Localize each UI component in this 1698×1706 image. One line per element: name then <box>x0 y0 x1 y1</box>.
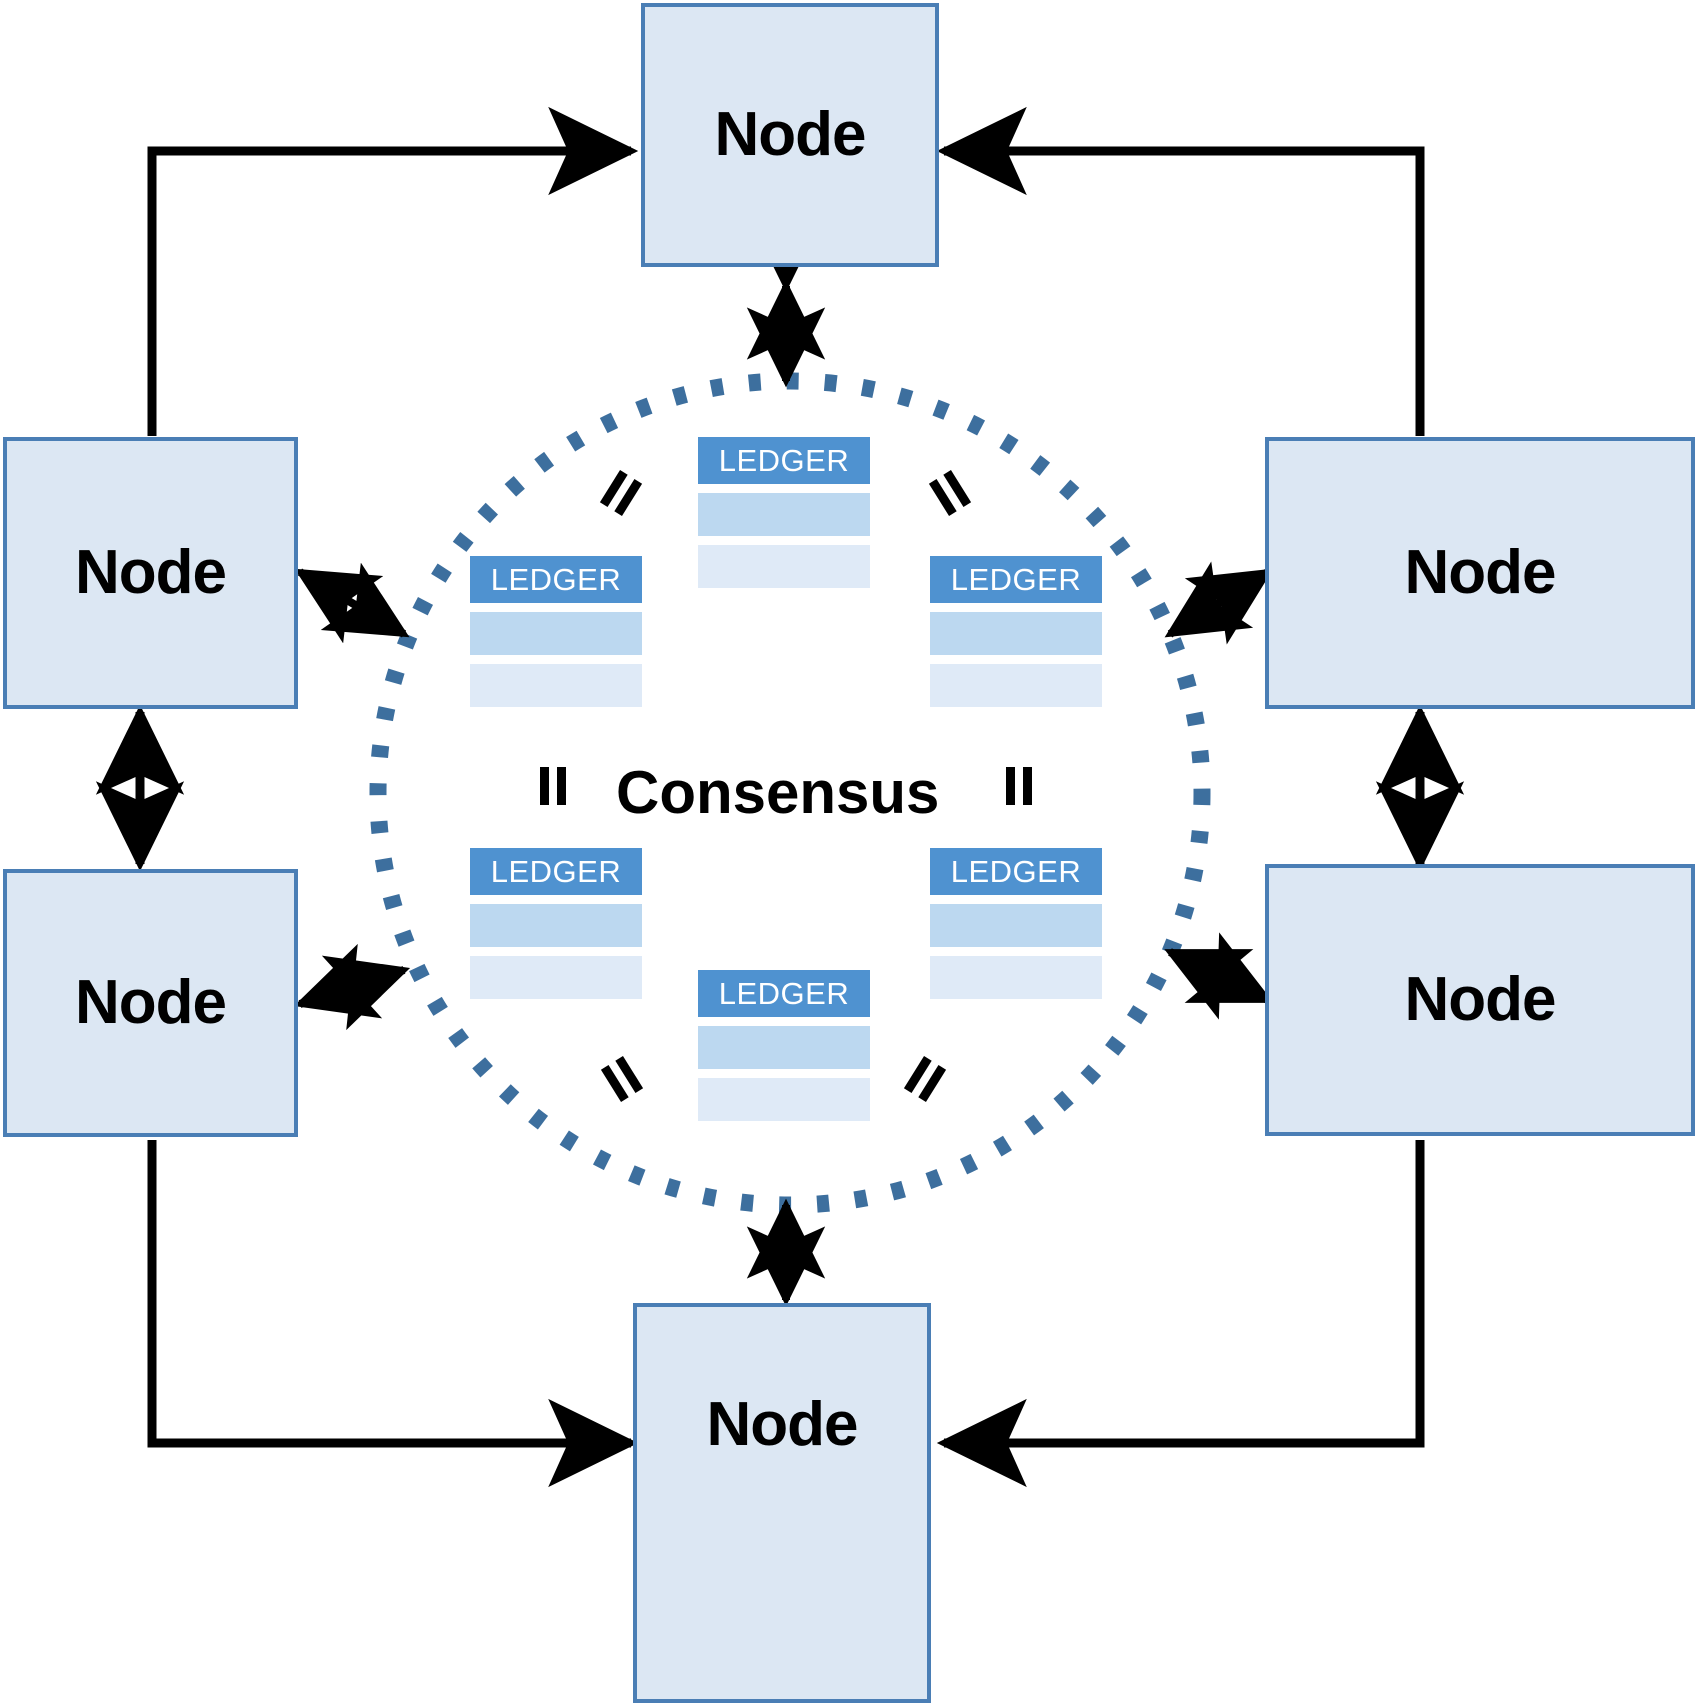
ledger-row-dark <box>470 904 642 947</box>
ledger-header: LEDGER <box>930 556 1102 603</box>
node-label: Node <box>75 968 227 1037</box>
arrow-leftlower-to-bottom <box>147 1140 639 1488</box>
ledger-left-lower[interactable]: LEDGER <box>470 848 642 999</box>
equals-icon-mid-right <box>1004 767 1034 805</box>
ledger-row-dark <box>470 612 642 655</box>
ledger-row-dark <box>930 612 1102 655</box>
ledger-row-light <box>698 1078 870 1121</box>
arrow-leftupper-to-top <box>147 106 639 436</box>
equals-icon-bottom-right <box>902 1055 948 1103</box>
node-right-lower[interactable]: Node <box>1265 864 1695 1136</box>
ledger-row-light <box>470 664 642 707</box>
ledger-right-lower[interactable]: LEDGER <box>930 848 1102 999</box>
equals-icon-top-left <box>598 469 644 517</box>
ledger-header: LEDGER <box>470 848 642 895</box>
ledger-row-dark <box>930 904 1102 947</box>
consensus-label: Consensus <box>616 759 940 826</box>
ledger-row-dark <box>698 493 870 536</box>
equals-icon-mid-left <box>538 767 568 805</box>
node-label: Node <box>1404 965 1557 1034</box>
ledger-row-dark <box>698 1026 870 1069</box>
arrow-circle-node-left-lower <box>293 943 411 1031</box>
ledger-header: LEDGER <box>698 970 870 1017</box>
node-left-lower[interactable]: Node <box>3 869 298 1137</box>
arrow-circle-node-right-lower <box>1164 932 1274 1020</box>
arrow-circle-node-left-upper <box>294 562 410 644</box>
node-bottom[interactable]: Node <box>633 1303 931 1703</box>
node-label: Node <box>1404 538 1557 607</box>
node-label: Node <box>75 538 227 607</box>
ledger-header: LEDGER <box>470 556 642 603</box>
ledger-top[interactable]: LEDGER <box>698 437 870 588</box>
ledger-left-upper[interactable]: LEDGER <box>470 556 642 707</box>
equals-icon-bottom-left <box>599 1055 645 1103</box>
node-label: Node <box>714 100 867 169</box>
node-right-upper[interactable]: Node <box>1265 437 1695 709</box>
ledger-row-light <box>930 664 1102 707</box>
ledger-right-upper[interactable]: LEDGER <box>930 556 1102 707</box>
ledger-header: LEDGER <box>698 437 870 484</box>
ledger-bottom[interactable]: LEDGER <box>698 970 870 1121</box>
arrow-rightlower-to-bottom <box>936 1140 1425 1488</box>
equals-icon-top-right <box>927 469 973 517</box>
ledger-row-light <box>930 956 1102 999</box>
ledger-row-light <box>698 545 870 588</box>
ledger-header: LEDGER <box>930 848 1102 895</box>
node-label: Node <box>706 1390 859 1459</box>
node-top[interactable]: Node <box>641 3 939 267</box>
node-left-upper[interactable]: Node <box>3 437 298 709</box>
arrow-rightupper-to-top <box>936 106 1425 436</box>
arrow-circle-node-right-upper <box>1164 561 1274 645</box>
ledger-row-light <box>470 956 642 999</box>
